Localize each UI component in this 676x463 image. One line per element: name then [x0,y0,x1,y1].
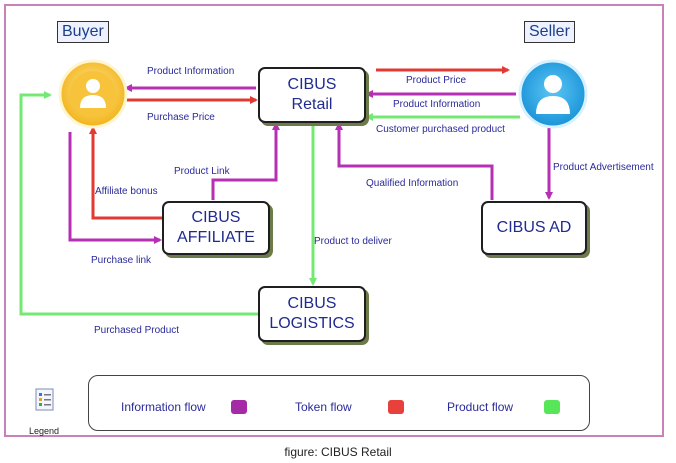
cibus-logistics-line2: LOGISTICS [269,315,355,332]
label-product-information-to-buyer: Product Information [147,66,235,77]
legend-information-flow-label: Information flow [121,400,206,414]
label-product-price: Product Price [406,75,467,86]
cibus-retail-line2: Retail [291,96,333,113]
legend-token-flow-label: Token flow [295,400,352,414]
label-qualified-information: Qualified Information [366,178,459,189]
edge-affiliate-bonus [89,126,162,220]
legend-product-flow-swatch [544,400,560,414]
legend-information-flow-swatch [231,400,247,414]
legend-label: Legend [29,426,60,436]
cibus-retail-node: CIBUS Retail [258,67,366,123]
cibus-logistics-node: CIBUS LOGISTICS [258,286,366,342]
cibus-retail-line1: CIBUS [287,76,337,93]
label-product-information-from-seller: Product Information [393,99,481,110]
legend-product-flow-label: Product flow [447,400,514,414]
legend-icon [35,388,54,411]
edge-product-link [211,122,280,200]
buyer-avatar-icon [58,59,128,129]
cibus-ad-node: CIBUS AD [481,201,587,255]
label-purchase-price: Purchase Price [147,112,215,123]
edge-purchase-link [68,132,162,244]
label-product-advertisement: Product Advertisement [553,162,654,173]
cibus-logistics-line1: CIBUS [287,295,337,312]
legend-token-flow-swatch [388,400,404,414]
buyer-title: Buyer [57,21,109,43]
cibus-ad-label: CIBUS AD [496,219,572,236]
seller-avatar-icon [518,59,588,129]
seller-title: Seller [524,21,575,43]
legend-box: Information flow Token flow Product flow [88,375,590,431]
label-affiliate-bonus: Affiliate bonus [95,186,158,197]
label-customer-purchased-product: Customer purchased product [376,124,505,135]
diagram-frame [4,4,664,437]
label-product-link: Product Link [174,166,230,177]
figure-caption: figure: CIBUS Retail [284,445,392,459]
cibus-affiliate-line2: AFFILIATE [177,229,255,246]
cibus-affiliate-line1: CIBUS [191,209,241,226]
label-purchase-link: Purchase link [91,255,152,266]
edge-purchased-product [19,91,258,316]
cibus-affiliate-node: CIBUS AFFILIATE [162,201,270,255]
edge-qualified-information [335,122,494,200]
label-purchased-product: Purchased Product [94,325,180,336]
label-product-to-deliver: Product to deliver [314,236,392,247]
